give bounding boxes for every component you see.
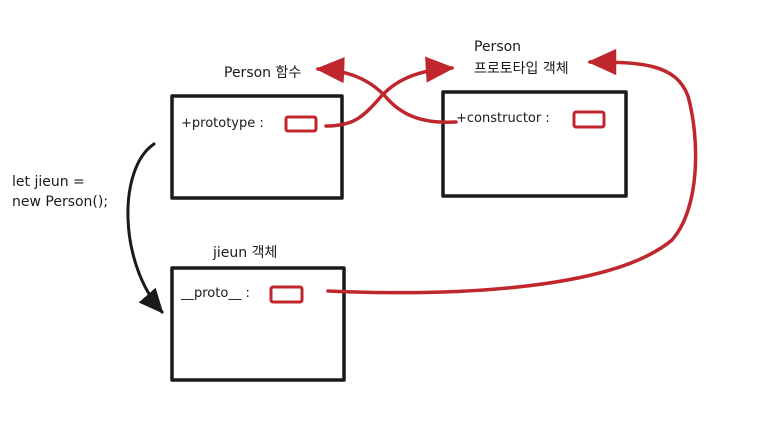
- instantiation-arrow: [126, 142, 164, 314]
- prototype-link-arrow: [324, 56, 455, 128]
- proto-slot: [269, 285, 304, 304]
- code-line-1: let jieun =: [12, 174, 85, 190]
- jieun-object-box: [170, 266, 346, 382]
- person-function-label: Person 함수: [224, 65, 302, 81]
- code-line-2: new Person();: [12, 194, 109, 210]
- prototype-field-label: +prototype :: [181, 116, 264, 131]
- constructor-link-arrow: [315, 56, 458, 124]
- prototype-slot: [284, 115, 318, 133]
- proto-link-arrow: [326, 48, 698, 295]
- constructor-field-label: +constructor :: [456, 111, 550, 126]
- jieun-object-label: jieun 객체: [213, 245, 278, 261]
- person-prototype-label-line2: 프로토타입 객체: [474, 61, 569, 77]
- proto-field-label: __proto__ :: [181, 286, 250, 301]
- person-prototype-label-line1: Person: [474, 39, 522, 55]
- person-prototype-box: [441, 90, 628, 198]
- person-function-box: [170, 94, 344, 200]
- constructor-slot: [572, 110, 606, 129]
